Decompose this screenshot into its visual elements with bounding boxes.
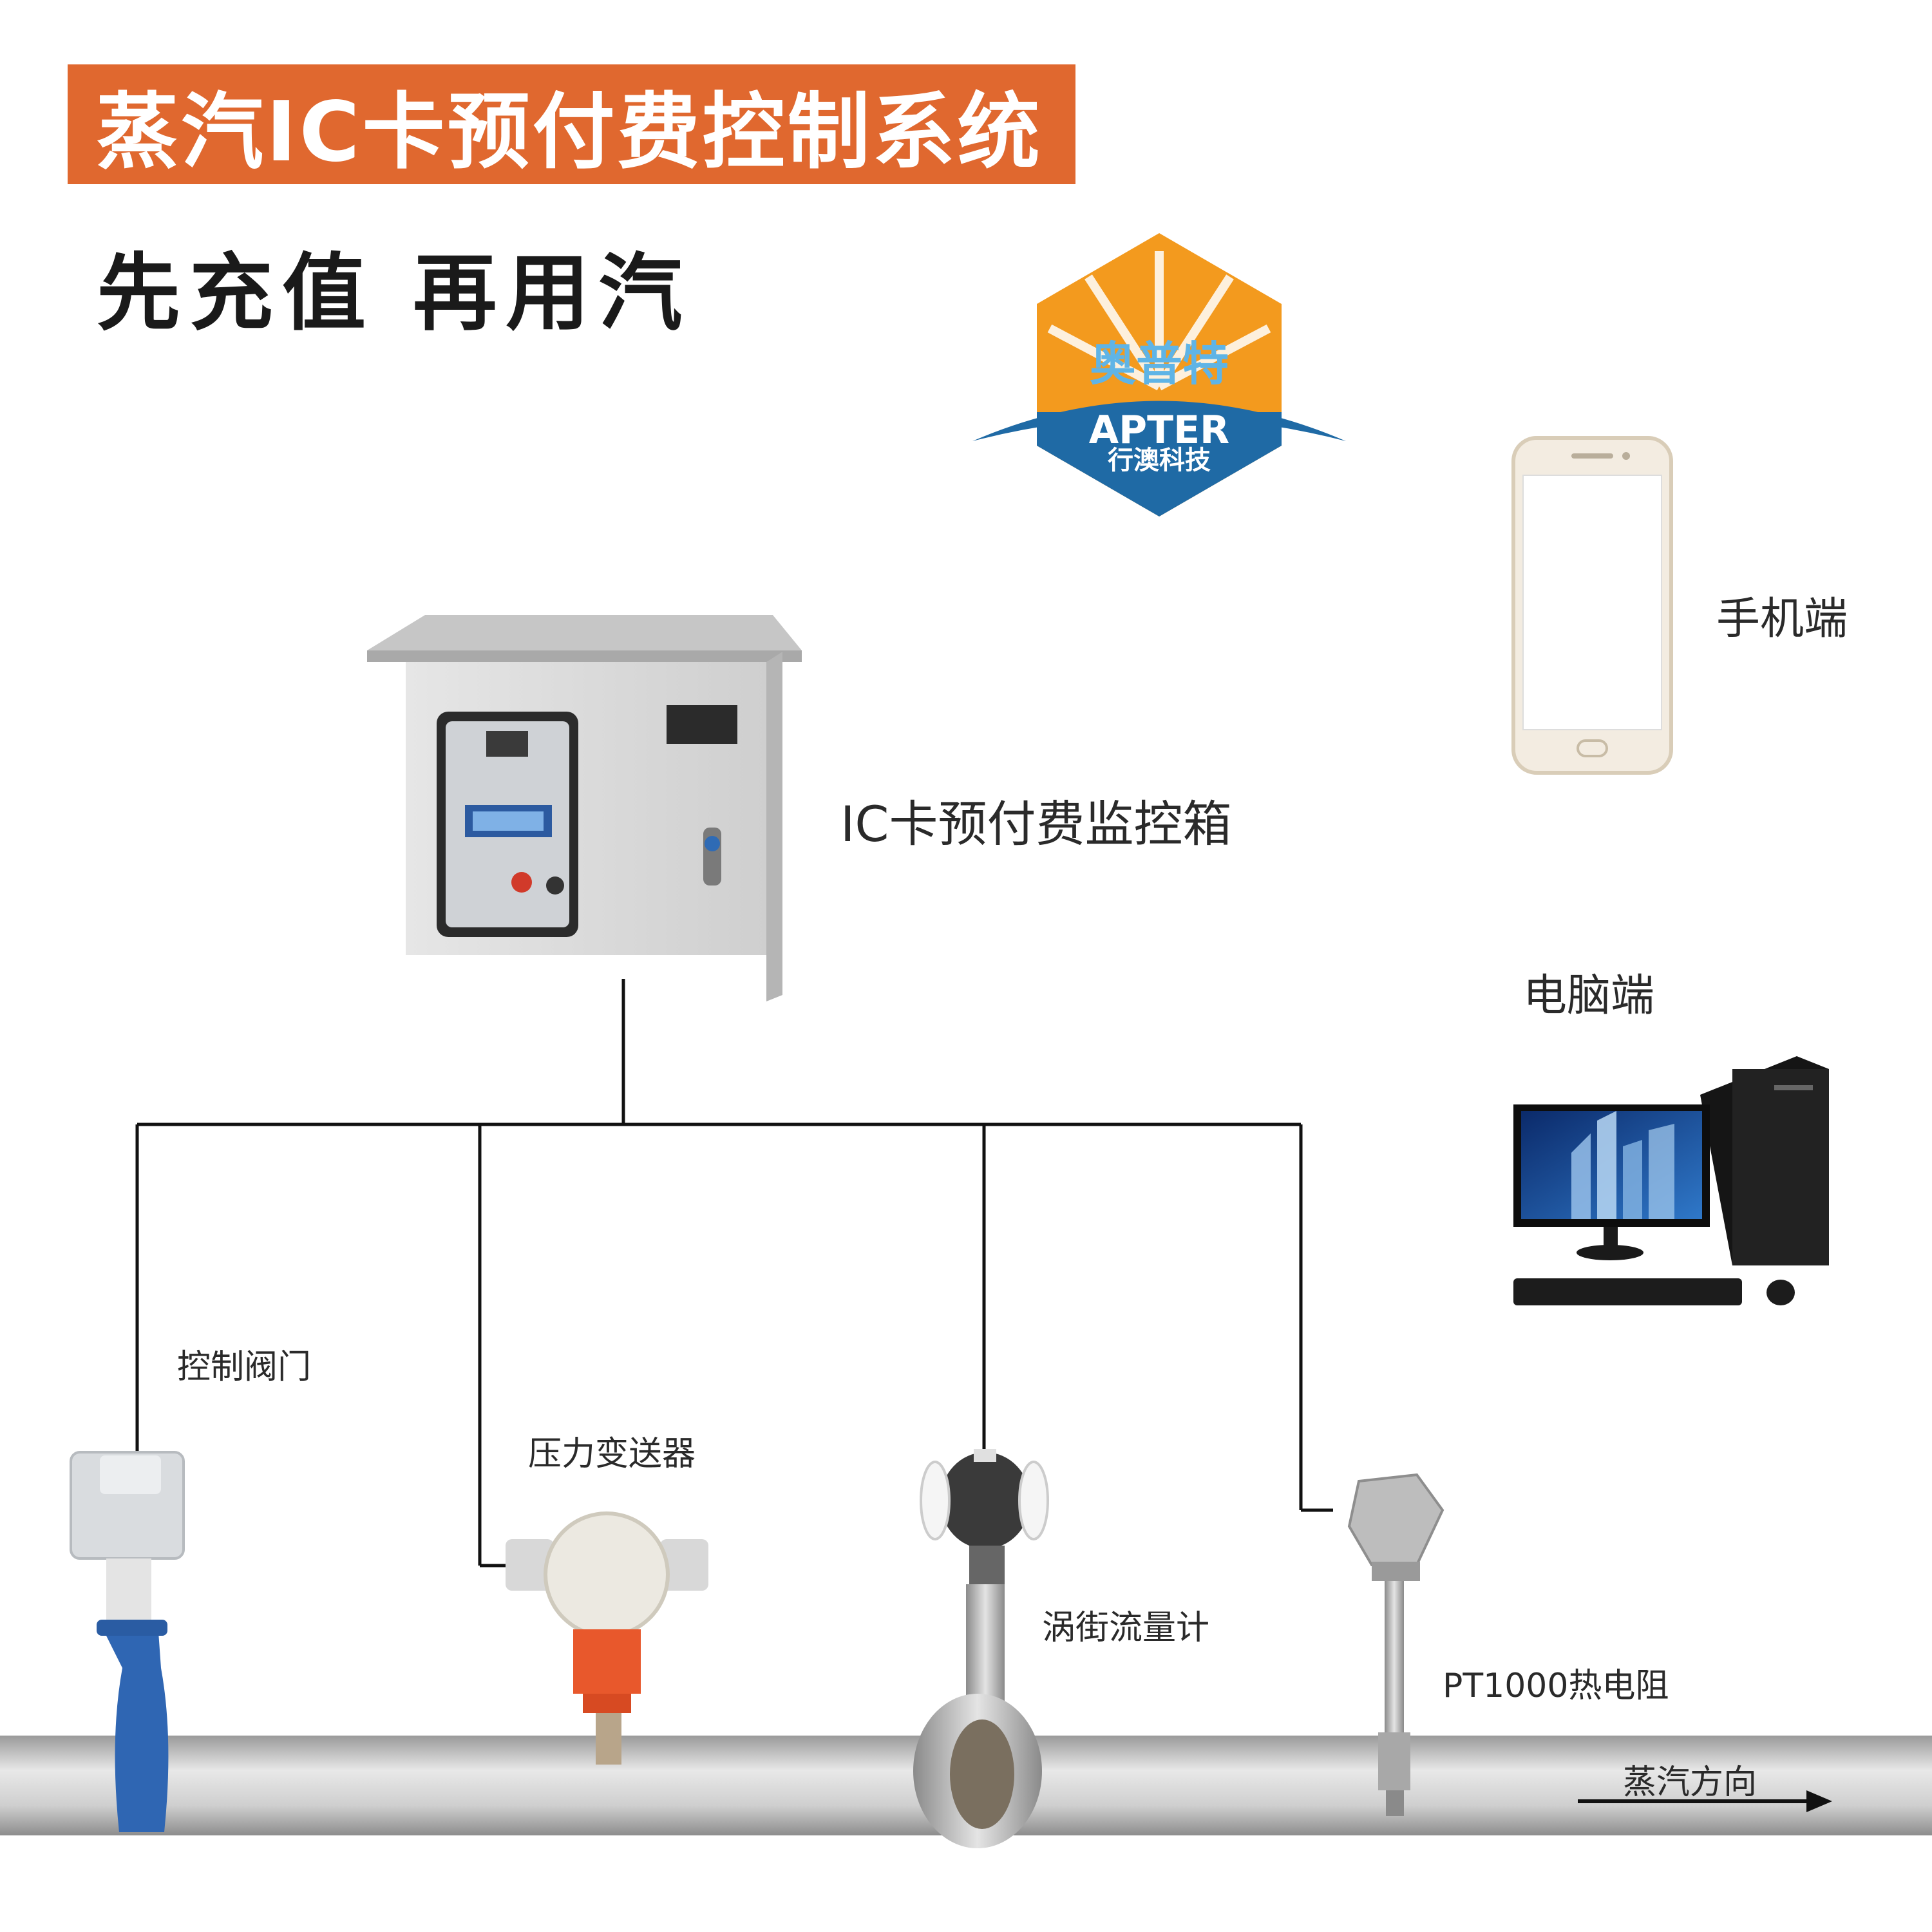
mobile-label: 手机端: [1716, 594, 1848, 645]
flowmeter-label: 涡街流量计: [1042, 1609, 1210, 1647]
pressure-transmitter: [506, 1511, 708, 1765]
steam-direction-arrow: [1578, 1790, 1832, 1812]
pt1000-rtd: [1347, 1473, 1444, 1816]
steam-direction-label: 蒸汽方向: [1623, 1763, 1757, 1802]
apter-logo: 奥普特 APTER 行澳科技: [972, 233, 1346, 516]
control-box-label: IC卡预付费监控箱: [840, 795, 1232, 853]
page-title: 蒸汽IC卡预付费控制系统: [96, 84, 1043, 180]
logo-en-brand: APTER: [1089, 408, 1230, 453]
logo-cn-brand: 奥普特: [1090, 337, 1229, 391]
subtitle: 先充值 再用汽: [97, 244, 692, 342]
desktop-computer: [1513, 1056, 1829, 1305]
vortex-flowmeter: [913, 1449, 1049, 1848]
control-box: [367, 615, 802, 1001]
valve-label: 控制阀门: [177, 1348, 312, 1387]
pc-label: 电脑端: [1523, 971, 1655, 1021]
pressure-label: 压力变送器: [528, 1435, 696, 1473]
logo-cn-sub: 行澳科技: [1108, 446, 1211, 475]
title-banner: 蒸汽IC卡预付费控制系统: [68, 64, 1075, 184]
signal-wiring: [135, 979, 1333, 1567]
smartphone: [1511, 436, 1673, 775]
rtd-label: PT1000热电阻: [1443, 1667, 1669, 1705]
control-valve: [70, 1451, 185, 1832]
